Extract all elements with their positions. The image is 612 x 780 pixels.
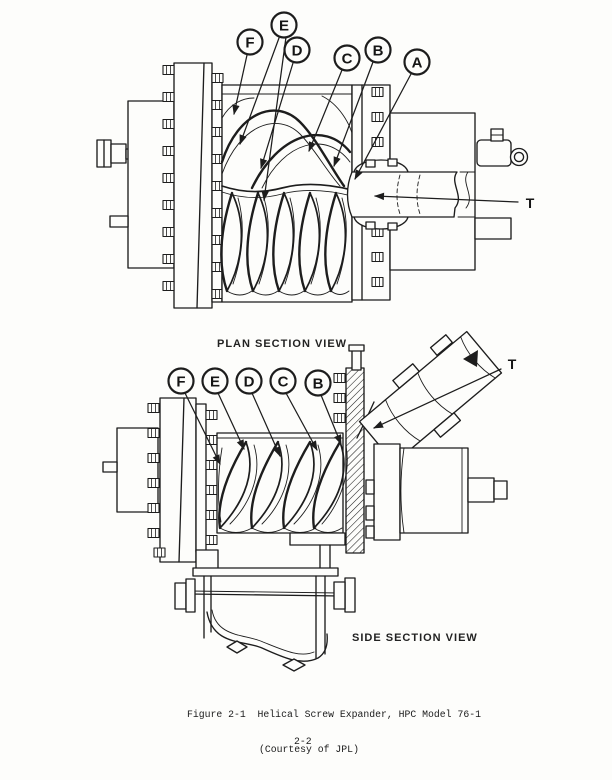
side-flange-bolts-right: [205, 409, 218, 546]
callout-side-B: B: [304, 369, 332, 397]
callout-plan-F-label: F: [245, 34, 254, 51]
callout-plan-C-label: C: [342, 50, 353, 67]
side-view-drawing: [102, 330, 508, 672]
callout-plan-D-label: D: [292, 42, 303, 59]
figure-caption: Figure 2-1 Helical Screw Expander, HPC M…: [187, 686, 481, 767]
callout-plan-E-label: E: [279, 17, 289, 34]
callout-side-C: C: [269, 367, 297, 395]
figure-caption-line2: (Courtesy of JPL): [259, 743, 359, 755]
callout-side-B-label: B: [313, 375, 324, 392]
callout-side-F: F: [167, 367, 195, 395]
side-leader-arrows: [184, 368, 502, 465]
side-mounting-bracket: [174, 544, 356, 672]
plan-view-drawing: [96, 62, 529, 309]
side-view-title: SIDE SECTION VIEW: [352, 632, 478, 644]
side-torque-arrow: [373, 368, 502, 429]
side-casing-and-rotor: [216, 432, 348, 546]
callout-plan-A: A: [403, 48, 431, 76]
figure-caption-line1: Figure 2-1 Helical Screw Expander, HPC M…: [187, 709, 481, 721]
plan-casing-and-rotors: [220, 84, 355, 303]
plan-flange-bolts-left: [162, 64, 175, 292]
side-motor-body: [365, 443, 508, 541]
callout-plan-B-label: B: [373, 42, 384, 59]
callout-side-D: D: [235, 367, 263, 395]
plan-lifting-fitting: [476, 128, 529, 167]
callout-side-C-label: C: [278, 373, 289, 390]
callout-side-F-label: F: [176, 373, 185, 390]
plan-view-title: PLAN SECTION VIEW: [217, 338, 348, 350]
plan-output-pipe: [346, 158, 476, 231]
side-callouts: F E D C B T: [167, 356, 517, 397]
callout-plan-E: E: [270, 11, 298, 39]
side-inlet-pipe: [358, 330, 503, 464]
plan-leader-arrows: [232, 36, 519, 203]
side-t-label: T: [508, 356, 517, 372]
page-number: 2-2: [294, 736, 312, 747]
callout-plan-C: C: [333, 44, 361, 72]
side-left-flange: [147, 397, 219, 573]
side-inlet-section-plate: [333, 344, 409, 554]
side-left-housing: [102, 427, 159, 513]
callout-side-D-label: D: [244, 373, 255, 390]
plan-t-label: T: [526, 195, 535, 211]
plan-callouts: F E D C B A T: [236, 11, 535, 211]
plan-stub-shaft: [474, 217, 512, 240]
callout-plan-D: D: [283, 36, 311, 64]
callout-side-E-label: E: [210, 373, 220, 390]
plan-left-flange: [162, 62, 224, 309]
side-flow-arrow-icon: [463, 350, 478, 367]
plan-torque-arrow: [374, 192, 519, 203]
callout-plan-F: F: [236, 28, 264, 56]
callout-plan-B: B: [364, 36, 392, 64]
callout-plan-A-label: A: [412, 54, 423, 71]
callout-side-E: E: [201, 367, 229, 395]
